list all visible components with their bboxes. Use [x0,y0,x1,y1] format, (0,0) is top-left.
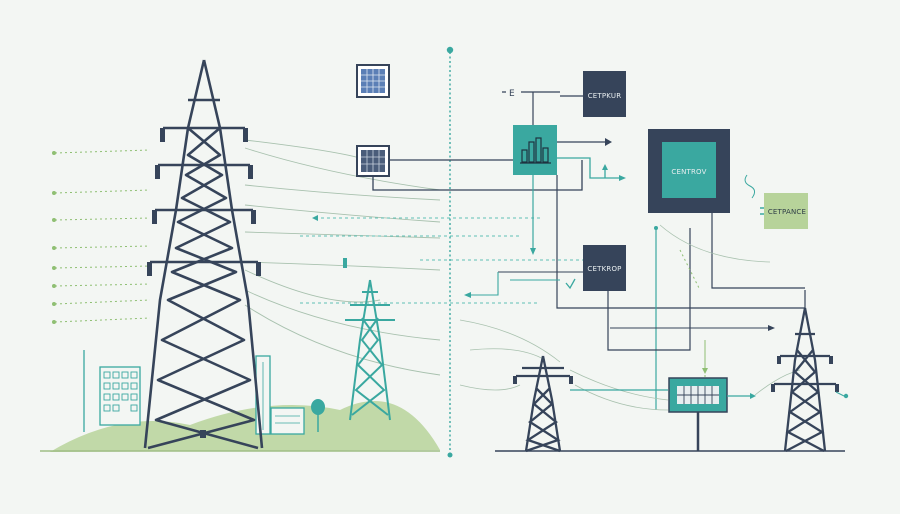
box-green: CETPANCE [744,174,808,229]
green-arrow-head [702,368,708,374]
box-green-label: CETPANCE [768,208,806,216]
center-tower-insulators [513,376,573,384]
bar-box-arrows [557,141,620,179]
solar-connections [372,159,583,191]
solar-panel-icon [356,64,390,98]
right-end-wire [835,391,845,397]
arrow-down-1 [530,248,536,255]
left-feed-dots [52,151,56,324]
right-arrow-line [610,325,775,331]
box-top-label: CETPKUR [588,92,622,100]
transmission-tower-large-icon [143,59,264,450]
bar-box-down-lines [532,175,806,309]
center-flows [300,217,600,304]
box-mid: CETKROP [583,245,626,291]
building-icon [83,350,141,432]
junction-dot [654,226,658,230]
right-wires [459,224,801,411]
large-tower-insulators [147,128,261,438]
arrow-head [312,215,318,221]
solar-billboard-icon [668,377,756,451]
building-low-icon [270,407,305,435]
check-mark [565,278,576,290]
box-center-label: CENTROV [671,168,706,176]
bar-chart-icon [513,125,557,175]
transmission-tower-right-icon [774,307,836,453]
arrow-right-2 [619,175,626,181]
box-mid-connectors [470,271,583,296]
top-fragment-label: E [509,89,515,99]
arrow-right-1 [605,138,612,146]
left-feed-lines [54,149,151,323]
right-green-lines [679,249,706,380]
tree-icon [311,399,325,432]
center-divider [446,46,454,458]
hills [50,401,440,452]
right-tower-insulators [771,356,839,392]
top-connector: E [502,89,560,125]
box-mid-label: CETKROP [587,265,621,273]
arrow-up-1 [602,164,608,170]
arrow-left-1 [464,292,471,298]
transmission-tower-center-icon [516,355,570,453]
solar-panel-small-icon [356,145,390,177]
center-box-lines [607,213,805,410]
marker-post [343,258,347,268]
hill-left [50,401,440,452]
transmission-tower-teal-icon [345,279,395,421]
tower-wires [244,139,441,376]
box-top: CETPKUR [583,71,626,117]
box-center: CENTROV [648,129,730,213]
right-end-dot [843,393,849,399]
